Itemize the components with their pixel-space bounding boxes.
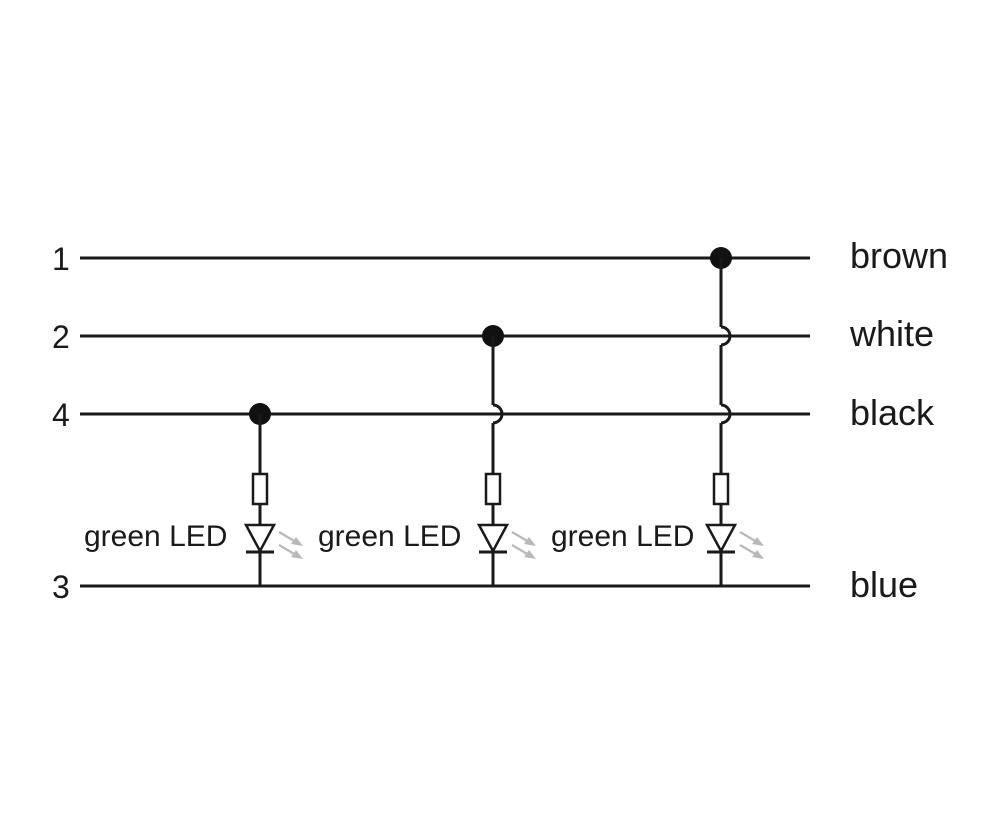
resistor-icon bbox=[712, 472, 730, 506]
wire-color-label-blue: blue bbox=[850, 564, 918, 605]
led-label: green LED bbox=[318, 520, 461, 553]
wire-crossover-hop bbox=[720, 403, 732, 425]
led-diode-icon bbox=[704, 523, 738, 554]
light-emission-icon bbox=[739, 531, 764, 559]
resistor-icon bbox=[484, 472, 502, 506]
led-diode-icon bbox=[476, 523, 510, 554]
pin-label-2: 2 bbox=[52, 319, 70, 355]
led-label: green LED bbox=[84, 520, 227, 553]
led-diode-icon bbox=[243, 523, 277, 554]
pin-label-1: 1 bbox=[52, 241, 70, 277]
pin-label-3: 3 bbox=[52, 569, 70, 605]
pin-label-4: 4 bbox=[52, 397, 70, 433]
wire-color-label-white: white bbox=[849, 313, 934, 354]
led-branch-3: green LED bbox=[551, 247, 764, 586]
led-branch-1: green LED bbox=[84, 403, 303, 586]
resistor-icon bbox=[251, 472, 269, 506]
light-emission-icon bbox=[511, 531, 536, 559]
wire-crossover-hop bbox=[492, 403, 504, 425]
light-emission-icon bbox=[278, 531, 303, 559]
wire-color-label-brown: brown bbox=[850, 235, 948, 276]
wire-color-label-black: black bbox=[850, 392, 935, 433]
wire-crossover-hop bbox=[720, 325, 732, 347]
led-branch-2: green LED bbox=[318, 325, 536, 586]
led-label: green LED bbox=[551, 520, 694, 553]
